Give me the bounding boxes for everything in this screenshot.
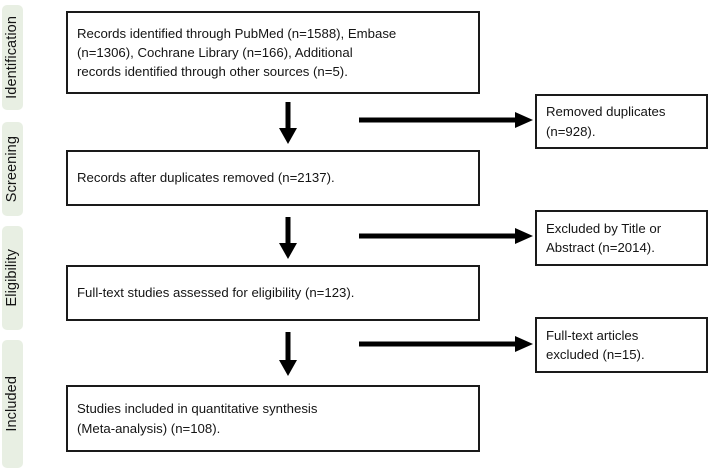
arrow-down-screening-to-eligibility <box>276 216 300 260</box>
flow-box-records-identified-text: Records identified through PubMed (n=158… <box>77 25 397 80</box>
flow-box-records-after-duplicates: Records after duplicates removed (n=2137… <box>66 150 480 206</box>
stage-label-included: Included <box>4 376 21 432</box>
flow-box-records-after-duplicates-text: Records after duplicates removed (n=2137… <box>77 170 335 186</box>
flow-box-records-identified: Records identified through PubMed (n=158… <box>66 11 480 94</box>
arrow-right-to-fulltext-excluded <box>358 334 534 354</box>
flow-box-excluded-title-abstract-text: Excluded by Title or Abstract (n=2014). <box>546 220 662 255</box>
flow-box-fulltext-assessed-text: Full-text studies assessed for eligibili… <box>77 285 355 301</box>
flow-box-removed-duplicates: Removed duplicates (n=928). <box>535 94 708 149</box>
flow-box-studies-included-text: Studies included in quantitative synthes… <box>77 401 318 436</box>
flow-box-excluded-title-abstract: Excluded by Title or Abstract (n=2014). <box>535 210 708 266</box>
stage-pill-screening: Screening <box>2 122 23 216</box>
flow-box-fulltext-excluded-text: Full-text articles excluded (n=15). <box>546 327 645 362</box>
flow-box-fulltext-assessed: Full-text studies assessed for eligibili… <box>66 265 480 321</box>
stage-pill-included: Included <box>2 340 23 468</box>
arrow-right-to-removed-duplicates <box>358 110 534 130</box>
flow-box-fulltext-excluded: Full-text articles excluded (n=15). <box>535 317 708 373</box>
stage-label-screening: Screening <box>4 135 21 203</box>
stage-pill-eligibility: Eligibility <box>2 226 23 330</box>
stage-label-identification: Identification <box>4 16 21 99</box>
flow-box-studies-included: Studies included in quantitative synthes… <box>66 385 480 452</box>
arrow-down-identification-to-screening <box>276 101 300 145</box>
arrow-down-eligibility-to-included <box>276 331 300 377</box>
stage-pill-identification: Identification <box>2 5 23 110</box>
stage-label-eligibility: Eligibility <box>4 249 21 307</box>
flow-box-removed-duplicates-text: Removed duplicates (n=928). <box>546 104 666 139</box>
arrow-right-to-excluded-title-abstract <box>358 226 534 246</box>
